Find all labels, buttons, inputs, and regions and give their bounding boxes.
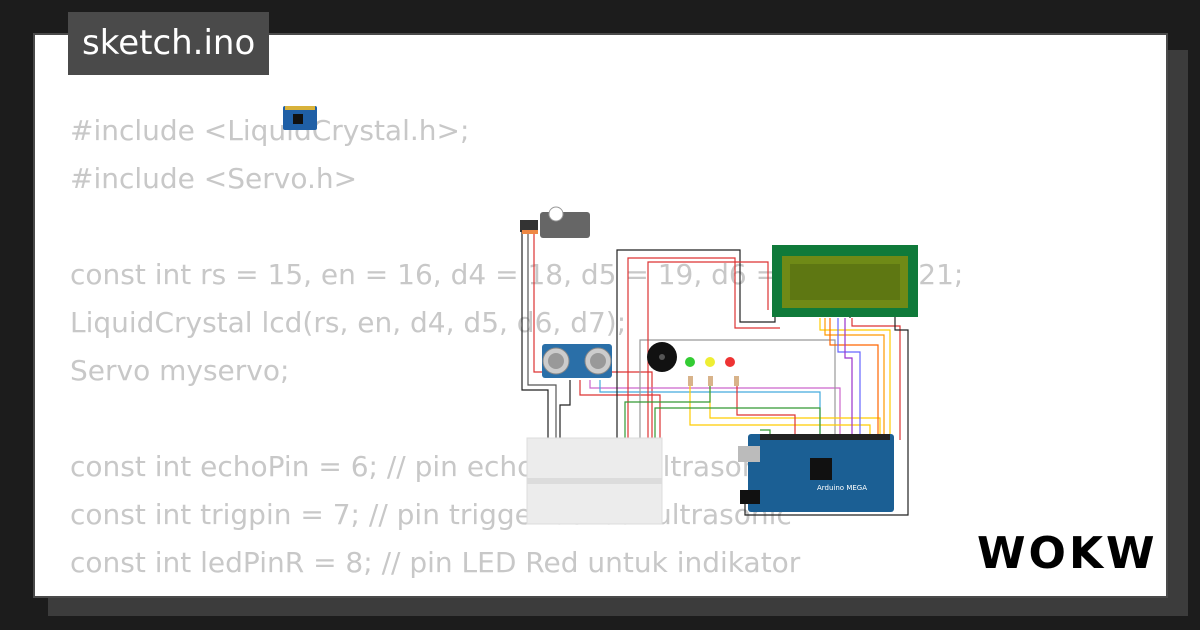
wokwi-logo-text: WOKWi (977, 528, 1155, 579)
code-line: const int ledPinY = 9; // pin LED yellow… (70, 587, 963, 596)
wokwi-logo: WOKWi (977, 528, 1155, 579)
file-tab-label: sketch.ino (82, 23, 256, 63)
resistor-icon (688, 376, 739, 386)
wires (521, 225, 909, 516)
file-tab[interactable]: sketch.ino (68, 12, 270, 75)
code-line: const int rs = 15, en = 16, d4 = 18, d5 … (70, 258, 964, 291)
arduino-mega-board: Arduino MEGA (738, 434, 894, 512)
ultrasonic-sensor-icon (542, 344, 612, 378)
code-line: #include <LiquidCrystal.h>; (70, 114, 470, 147)
breadboard-icon (526, 437, 663, 525)
code-line: const int ledPinR = 8; // pin LED Red un… (70, 546, 801, 579)
lcd-display (772, 245, 918, 317)
mpu-module-icon (283, 106, 317, 130)
code-card: #include <LiquidCrystal.h>; #include <Ser… (33, 33, 1168, 598)
led-icon (685, 357, 735, 367)
board-label: Arduino MEGA (817, 484, 867, 492)
servo-icon (520, 206, 590, 238)
code-line: #include <Servo.h> (70, 162, 358, 195)
buzzer-icon (647, 342, 677, 372)
code-line: Servo myservo; (70, 354, 290, 387)
